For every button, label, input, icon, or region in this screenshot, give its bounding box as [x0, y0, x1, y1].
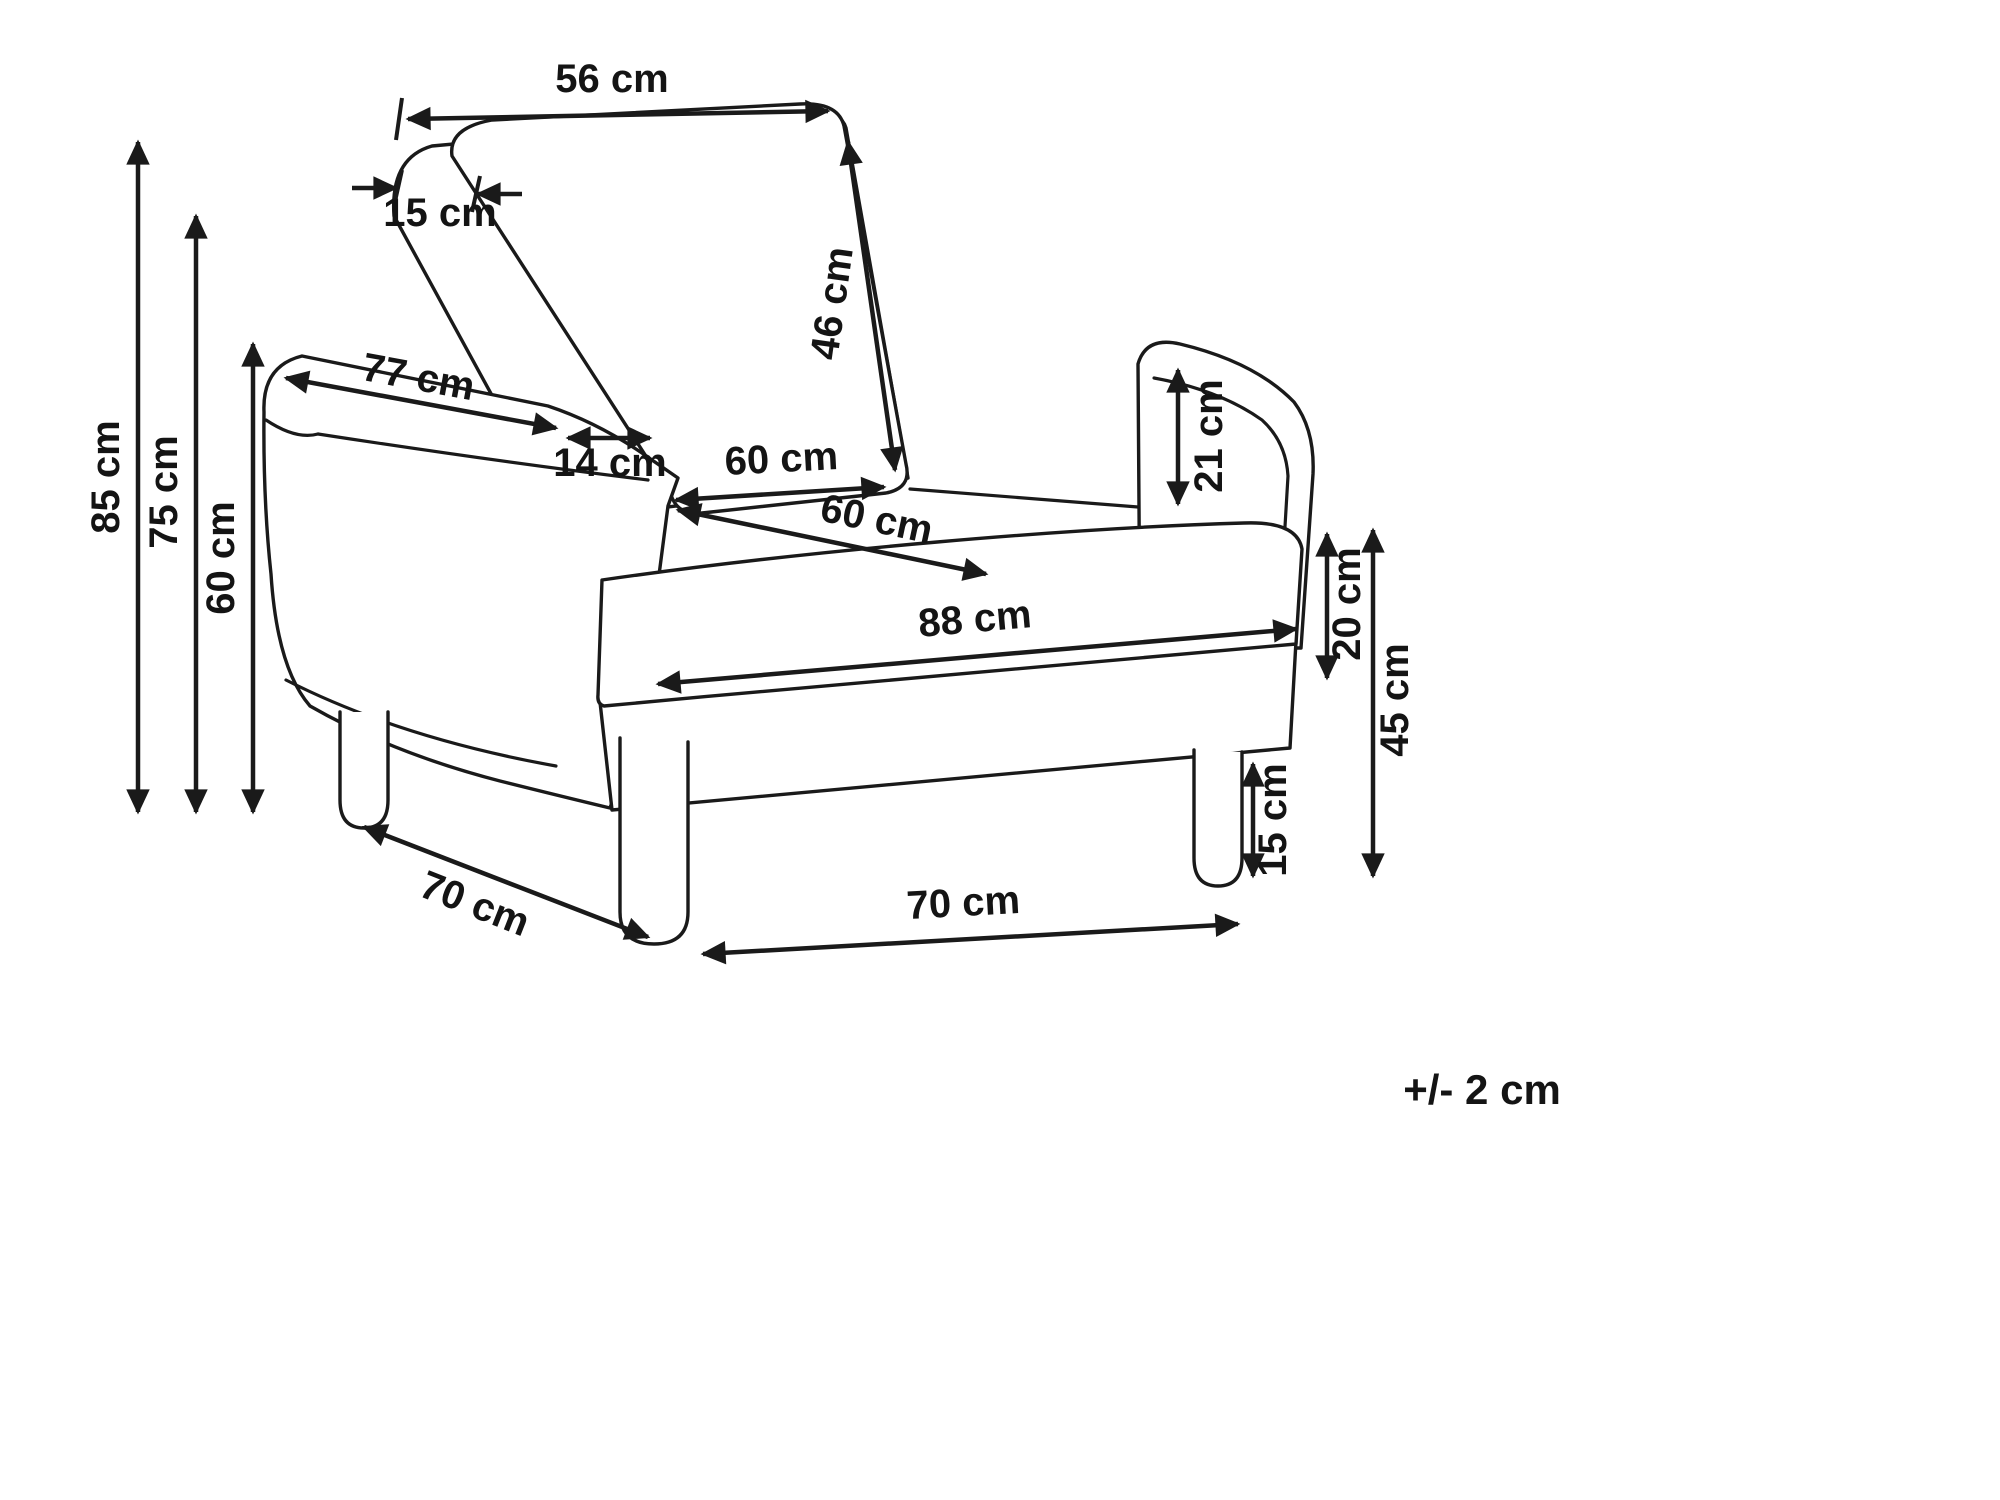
dim-label-back-height: 75 cm [142, 435, 186, 548]
dim-label-seat-height: 45 cm [1373, 643, 1417, 756]
tolerance-note: +/- 2 cm [1403, 1066, 1561, 1113]
dim-label-backrest-width: 56 cm [555, 57, 668, 101]
dim-arrow-backrest-cushion-height [839, 139, 904, 473]
dim-label-seat-depth-back: 60 cm [724, 434, 840, 484]
dim-label-overall-height: 85 cm [84, 420, 128, 533]
dim-label-seat-cushion-thickness: 20 cm [1325, 547, 1369, 660]
dim-tick-backrest-thickness-left [392, 169, 404, 207]
dim-arrow-backrest-width [405, 99, 831, 131]
dim-tick-backrest-thickness-right [470, 175, 482, 213]
dim-label-front-leg-span: 70 cm [905, 878, 1021, 928]
dim-label-leg-height: 15 cm [1251, 763, 1295, 876]
dim-arrow-seat-width [655, 619, 1299, 694]
right-armrest-pad-line [1152, 376, 1290, 562]
dim-label-backrest-thickness: 15 cm [383, 191, 496, 235]
dim-arrow-front-leg-span [700, 913, 1241, 965]
dim-arrow-side-depth [361, 824, 651, 940]
dim-label-armrest-above-seat: 21 cm [1187, 379, 1231, 492]
dim-label-seat-width: 88 cm [916, 592, 1033, 646]
dim-label-armrest-height: 60 cm [199, 501, 243, 614]
front-left-leg [618, 736, 690, 946]
dim-arrow-armrest-length [283, 370, 559, 436]
dim-label-side-depth: 70 cm [414, 863, 536, 946]
dim-arrow-seat-depth-back [673, 476, 887, 511]
dim-arrow-seat-depth-diagonal [675, 503, 989, 581]
dim-tick-backrest-width [394, 97, 404, 141]
seat-back-edge-line [908, 487, 1140, 509]
left-armrest-inner-edge [316, 432, 650, 482]
dim-label-armrest-top-width: 14 cm [553, 441, 666, 485]
front-right-leg [1192, 748, 1244, 888]
left-side-panel-line [284, 678, 558, 768]
rear-left-leg [338, 710, 390, 830]
